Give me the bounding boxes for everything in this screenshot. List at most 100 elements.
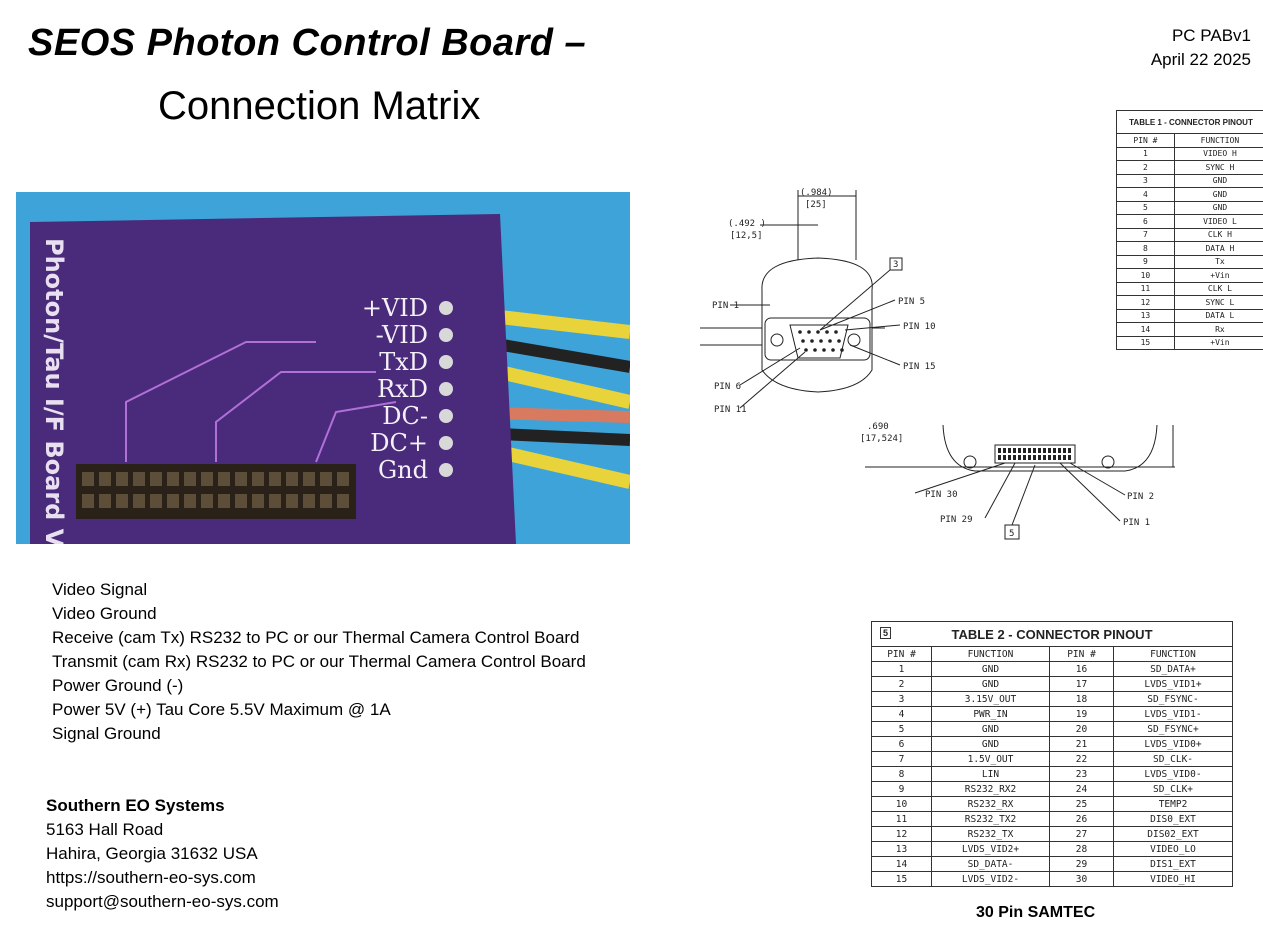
function-cell: VIDEO_HI	[1113, 871, 1233, 887]
pin-contact	[1068, 455, 1071, 460]
function-cell: SD_DATA+	[1113, 661, 1233, 677]
header-pin	[82, 494, 94, 508]
signal-description: Signal Ground	[52, 724, 161, 743]
pin-cell: 18	[1049, 691, 1114, 707]
header-pin	[320, 472, 332, 486]
pin-contact	[1048, 455, 1051, 460]
header-pin	[82, 472, 94, 486]
pin-label: PIN 5	[898, 297, 925, 307]
pin-cell: 15	[871, 871, 932, 887]
function-cell: LVDS_VID1-	[1113, 706, 1233, 722]
function-cell: RS232_TX	[931, 826, 1050, 842]
function-cell: SYNC L	[1173, 295, 1263, 310]
header-pin	[303, 472, 315, 486]
pin-cell: 17	[1049, 676, 1114, 692]
table-title: TABLE 1 - CONNECTOR PINOUT	[1116, 110, 1263, 134]
header-pin	[184, 494, 196, 508]
function-cell: DIS02_EXT	[1113, 826, 1233, 842]
header-pin	[184, 472, 196, 486]
pin-label: DC+	[370, 429, 428, 457]
function-cell: +Vin	[1173, 335, 1263, 350]
function-cell: GND	[931, 736, 1050, 752]
pin-label: PIN 30	[925, 490, 958, 500]
function-cell: +Vin	[1173, 268, 1263, 283]
pin-label: PIN 1	[712, 301, 739, 311]
email-link[interactable]: support@southern-eo-sys.com	[46, 892, 279, 911]
pin-cell: 23	[1049, 766, 1114, 782]
pin-cell: 8	[871, 766, 932, 782]
pin-cell: 19	[1049, 706, 1114, 722]
function-cell: SD_FSYNC+	[1113, 721, 1233, 737]
pin-cell: 14	[1116, 322, 1175, 337]
pin-contact	[1003, 455, 1006, 460]
pin-cell: 8	[1116, 241, 1175, 256]
pin-hole	[825, 330, 829, 334]
pin-label: +VID	[362, 294, 428, 322]
pin-cell: 27	[1049, 826, 1114, 842]
table1-connector-pinout: TABLE 1 - CONNECTOR PINOUT PIN #FUNCTION…	[1116, 110, 1263, 350]
header-pin	[167, 494, 179, 508]
function-cell: GND	[1173, 173, 1263, 188]
pin-cell: 29	[1049, 856, 1114, 872]
col-header: FUNCTION	[931, 646, 1050, 662]
solder-pad	[439, 436, 453, 450]
signal-description: Video Ground	[52, 604, 157, 623]
pin-hole	[813, 348, 817, 352]
table-row: 10+Vin	[1116, 268, 1263, 283]
page-subtitle: Connection Matrix	[158, 84, 481, 128]
pin-contact	[1028, 448, 1031, 453]
pin-cell: 2	[871, 676, 932, 692]
table2-connector-pinout: 5 TABLE 2 - CONNECTOR PINOUT PIN #FUNCTI…	[871, 621, 1233, 887]
pin-contact	[1043, 448, 1046, 453]
function-cell: RS232_RX2	[931, 781, 1050, 797]
website-link[interactable]: https://southern-eo-sys.com	[46, 868, 256, 887]
pin-contact	[1003, 448, 1006, 453]
pin-hole	[831, 348, 835, 352]
pin-cell: 26	[1049, 811, 1114, 827]
pin-contact	[1053, 455, 1056, 460]
dim-label: (.984)	[800, 188, 833, 198]
company-name: Southern EO Systems	[46, 796, 225, 815]
function-cell: LVDS_VID1+	[1113, 676, 1233, 692]
header-pin	[116, 472, 128, 486]
connector-drawing-1: (.984) [25] (.492 ) [12,5] 3 PIN 1 PIN 5…	[700, 188, 936, 415]
pin-cell: 3	[1116, 173, 1175, 188]
dim-label: [12,5]	[730, 231, 763, 241]
function-cell: RS232_TX2	[931, 811, 1050, 827]
pin-hole	[801, 339, 805, 343]
solder-pad	[439, 463, 453, 477]
pin-label: PIN 10	[903, 322, 936, 332]
pin-contact	[998, 448, 1001, 453]
header-pin	[286, 494, 298, 508]
pin-contact	[1068, 448, 1071, 453]
function-cell: Tx	[1173, 254, 1263, 269]
callout: 5	[880, 627, 892, 639]
col-header: FUNCTION	[1173, 133, 1263, 148]
function-cell: SYNC H	[1173, 160, 1263, 175]
function-cell: GND	[931, 661, 1050, 677]
board-label: Photon/Tau I/F Board V2	[40, 238, 68, 544]
pin-contact	[1028, 455, 1031, 460]
function-cell: LVDS_VID2-	[931, 871, 1050, 887]
version: PC PABv1	[1171, 26, 1251, 45]
pin-contact	[1013, 455, 1016, 460]
pin-hole	[834, 330, 838, 334]
pin-contact	[1038, 448, 1041, 453]
function-cell: GND	[931, 676, 1050, 692]
col-header: PIN #	[1049, 646, 1114, 662]
solder-pad	[439, 328, 453, 342]
pin-cell: 10	[1116, 268, 1175, 283]
header-pin	[150, 494, 162, 508]
